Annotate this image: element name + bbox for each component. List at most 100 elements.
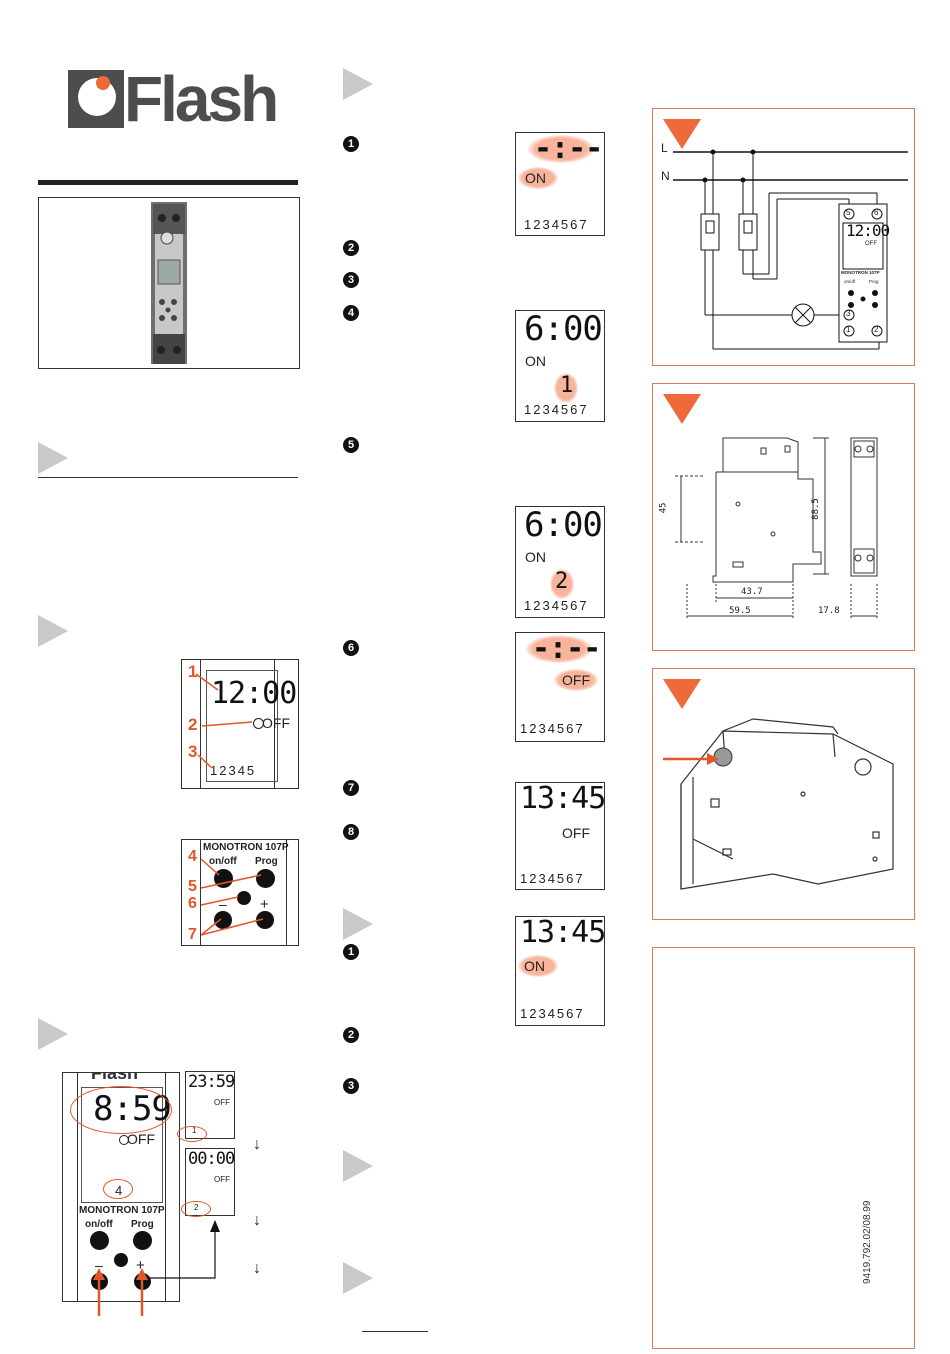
section-arrow-icon — [343, 68, 373, 100]
section-arrow-icon — [38, 1018, 68, 1050]
lcd-step5-day: 2 — [555, 569, 568, 594]
callout-4: 4 — [188, 848, 197, 865]
section-arrow-icon — [38, 615, 68, 647]
panel-marker-icon — [663, 119, 701, 149]
lcd-manual-days: 1234567 — [520, 1006, 585, 1021]
lcd-glow — [526, 635, 592, 663]
buttons-legend-callouts — [200, 858, 264, 936]
small-lcd-2-day-ellipse — [181, 1201, 211, 1217]
wiring-device-model: MONOTRON 107P — [841, 270, 880, 275]
clock-set-status-ring — [119, 1135, 129, 1145]
lcd-step7: 13:45 OFF 1234567 — [515, 781, 606, 890]
lcd-border-line — [200, 660, 201, 788]
lcd-border-line — [165, 1073, 166, 1301]
section-arrow-icon — [343, 1262, 373, 1294]
wiring-device-prog: Prog — [869, 279, 879, 284]
clock-set-main-state: OFF — [127, 1131, 155, 1147]
clock-set-plus: + — [136, 1257, 145, 1274]
lcd-border-line — [274, 660, 275, 788]
dim-width: 59.5 — [729, 606, 751, 616]
highlight-time-ellipse — [70, 1086, 172, 1134]
lcd-manual-time: 13:45 — [520, 915, 606, 950]
document-code: 9419.792.02/08.99 — [862, 1200, 873, 1284]
panel-marker-icon — [663, 679, 701, 709]
reset-button-diagram — [237, 891, 251, 905]
clock-set-model: MONOTRON 107P — [79, 1205, 165, 1216]
lcd-step1-state: ON — [525, 170, 546, 186]
section-arrow-icon — [343, 908, 373, 940]
lcd-step7-state: OFF — [562, 825, 590, 841]
lcd-glow — [550, 569, 574, 599]
dimensions-panel: 88.5 45 43.7 59.5 17.8 — [652, 383, 915, 651]
lcd-glow — [518, 167, 558, 189]
header-rule — [38, 180, 298, 185]
lcd-step5-state: ON — [525, 549, 546, 565]
legend-time: 12:00 — [211, 676, 297, 711]
lcd-step4-days: 1234567 — [524, 402, 589, 417]
callout-7: 7 — [188, 926, 197, 943]
step-number: 1 — [343, 944, 359, 960]
callout-5: 5 — [188, 878, 197, 895]
display-legend: 12:00 OFF 12345 — [181, 659, 299, 789]
lcd-step7-time: 13:45 — [520, 781, 606, 816]
step-arrow: ↓ — [253, 1260, 261, 1277]
step-arrow: ↓ — [253, 1212, 261, 1229]
notes-panel — [652, 947, 915, 1349]
lcd-step1-days: 1234567 — [524, 217, 589, 232]
minus-button-diagram — [214, 911, 232, 929]
product-photo — [151, 202, 187, 364]
lcd-step1-time: -:-- — [534, 131, 603, 166]
buttons-legend-minus: – — [219, 896, 227, 912]
step-number: 1 — [343, 136, 359, 152]
lcd-step5-days: 1234567 — [524, 598, 589, 613]
step-number: 8 — [343, 824, 359, 840]
section-arrow-icon — [38, 442, 68, 474]
small-lcd-2-time: 00:00 — [188, 1149, 235, 1169]
footer-rule — [362, 1331, 428, 1332]
legend-status-ring — [253, 718, 264, 729]
clock-set-brand: Flash — [91, 1072, 139, 1083]
step-number: 3 — [343, 1078, 359, 1094]
lcd-glow — [528, 135, 594, 163]
step-number: 2 — [343, 1027, 359, 1043]
dim-module: 17.8 — [818, 606, 840, 616]
callout-6: 6 — [188, 895, 197, 912]
small-lcd-2-state: OFF — [214, 1175, 230, 1184]
lcd-border-line — [77, 1073, 78, 1301]
buttons-legend-plus: + — [260, 896, 269, 913]
terminal-3: 3 — [846, 309, 851, 318]
product-photo-frame — [38, 197, 300, 369]
dim-depth-top: 45 — [658, 502, 669, 514]
legend-days: 12345 — [210, 763, 257, 778]
onoff-button-diagram — [214, 869, 233, 888]
lcd-step6-time: -:-- — [532, 631, 601, 666]
legend-state: OFF — [262, 715, 290, 731]
lcd-step1: -:-- ON 1234567 — [515, 131, 605, 236]
logo-square — [68, 70, 124, 128]
clock-set-onoff: on/off — [85, 1219, 113, 1230]
plus-button-diagram — [256, 911, 274, 929]
lcd-step4-time: 6:00 — [524, 309, 603, 349]
lcd-step6: -:-- OFF 1234567 — [515, 631, 605, 742]
callout-1: 1 — [188, 662, 198, 681]
buttons-legend-model: MONOTRON 107P — [203, 842, 289, 853]
step-number: 5 — [343, 437, 359, 453]
step-number: 4 — [343, 305, 359, 321]
lcd-border-line — [286, 840, 287, 945]
dim-inner: 43.7 — [741, 587, 763, 597]
clock-set-prog-button — [133, 1231, 152, 1250]
buttons-legend: MONOTRON 107P on/off Prog – + — [181, 839, 299, 946]
prog-button-diagram — [256, 869, 275, 888]
section-rule — [38, 477, 298, 478]
lcd-step6-state: OFF — [562, 672, 590, 688]
wiring-diagram — [673, 149, 908, 350]
step-number: 3 — [343, 272, 359, 288]
display-legend-callouts — [195, 673, 253, 769]
wiring-label-l: L — [661, 141, 668, 155]
terminal-6: 6 — [874, 208, 879, 217]
highlight-day-ellipse — [103, 1179, 133, 1199]
terminal-2: 2 — [874, 325, 879, 334]
lcd-step4-state: ON — [525, 353, 546, 369]
callout-2: 2 — [188, 715, 198, 734]
dimensions-drawing — [675, 437, 878, 620]
